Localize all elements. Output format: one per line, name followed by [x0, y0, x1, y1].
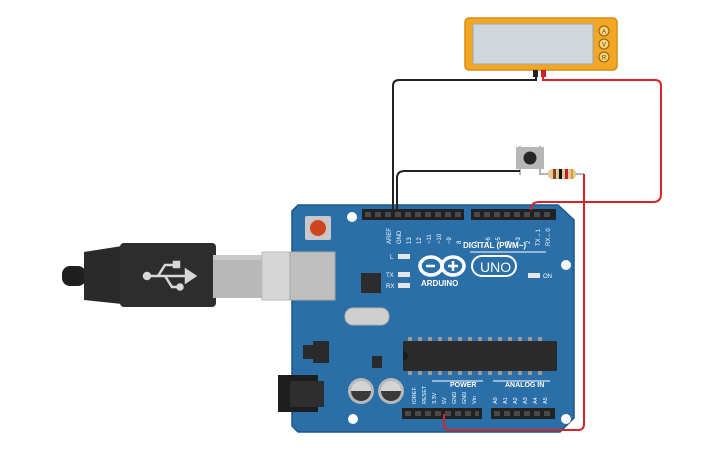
- mode-button-a[interactable]: A: [598, 25, 610, 37]
- led-label-tx: TX: [386, 273, 394, 279]
- pin-label-4: 4: [506, 240, 512, 244]
- mode-button-r[interactable]: R: [598, 51, 610, 63]
- pin-label-a0: A0: [493, 397, 499, 404]
- mounting-hole: [348, 414, 358, 424]
- pin-label-5v: 5V: [442, 397, 448, 404]
- pin-label-vin: Vin: [472, 396, 478, 404]
- pin-label-12: 12: [417, 237, 423, 244]
- power-header-label: POWER: [450, 382, 476, 389]
- on-label: ON: [543, 274, 552, 280]
- pin-label-rx0: RX←0: [546, 228, 552, 246]
- pin-label-gnd1: GND: [452, 392, 458, 404]
- pin-label-13: 13: [407, 237, 413, 244]
- wire-red[interactable]: [443, 73, 662, 431]
- pin-label-a2: A2: [513, 397, 519, 404]
- pin-label-tx1: TX→1: [536, 228, 542, 246]
- usb-icon: [142, 260, 198, 291]
- pin-label-9: ~9: [447, 236, 453, 244]
- pin-label-a4: A4: [533, 397, 539, 404]
- mounting-hole: [561, 414, 571, 424]
- arduino-board[interactable]: AREF GND 13 12 ~11 ~10 ~9 8 7 ~6 ~5 4 ~3…: [278, 204, 575, 433]
- pin-label-3: ~3: [516, 236, 522, 244]
- model-label: UNO: [480, 259, 511, 275]
- crystal-oscillator: [344, 307, 390, 326]
- svg-text:A: A: [602, 30, 606, 36]
- pin-label-11: ~11: [427, 234, 433, 244]
- mode-button-v[interactable]: V: [598, 38, 610, 50]
- voltage-regulator: [313, 341, 329, 363]
- pin-label-2: 2: [526, 240, 532, 244]
- mounting-hole: [561, 260, 571, 270]
- pin-label-gnd2: GND: [462, 392, 468, 404]
- usb-chip: [361, 273, 381, 293]
- capacitor: [348, 378, 374, 404]
- reset-button[interactable]: [305, 216, 331, 240]
- pin-label-3v3: 3.3V: [432, 392, 438, 404]
- led-on: [528, 273, 540, 278]
- led-label-l: L: [390, 255, 394, 261]
- digital-header: [362, 209, 556, 220]
- pin-label-10: ~10: [437, 233, 443, 244]
- pushbutton[interactable]: [516, 146, 544, 175]
- led-l: [398, 254, 410, 259]
- resistor[interactable]: [540, 169, 584, 179]
- pin-label-5: ~5: [496, 236, 502, 244]
- led-rx: [398, 283, 410, 288]
- pin-label-7: 7: [476, 240, 482, 244]
- pin-label-a5: A5: [543, 397, 549, 404]
- multimeter[interactable]: A V R: [464, 17, 618, 77]
- svg-text:V: V: [602, 43, 606, 49]
- wire-black[interactable]: [392, 73, 537, 209]
- pin-label-ioref: IOREF: [412, 387, 418, 404]
- capacitor: [378, 378, 404, 404]
- usb-jack: [289, 251, 336, 301]
- atmega-chip: [403, 337, 557, 375]
- svg-text:R: R: [602, 56, 607, 62]
- arduino-logo: [418, 255, 466, 277]
- power-jack: [278, 375, 324, 412]
- pin-label-aref: AREF: [387, 228, 393, 244]
- analog-header-label: ANALOG IN: [505, 382, 544, 389]
- pin-label-a1: A1: [503, 397, 509, 404]
- pin-label-a3: A3: [523, 397, 529, 404]
- led-tx: [398, 272, 410, 277]
- brand-label: ARDUINO: [421, 279, 458, 288]
- digital-header-label: DIGITAL (PWM~): [463, 241, 526, 250]
- model-badge: [471, 255, 517, 277]
- pin-label-gnd: GND: [397, 230, 403, 244]
- mounting-hole: [347, 212, 357, 222]
- analog-header: [491, 408, 555, 419]
- multimeter-display: [472, 23, 594, 65]
- pin-label-reset: RESET: [422, 385, 428, 404]
- power-header: [402, 408, 482, 419]
- pin-label-8: 8: [457, 240, 463, 244]
- led-label-rx: RX: [386, 284, 394, 290]
- pin-label-6: ~6: [486, 236, 492, 244]
